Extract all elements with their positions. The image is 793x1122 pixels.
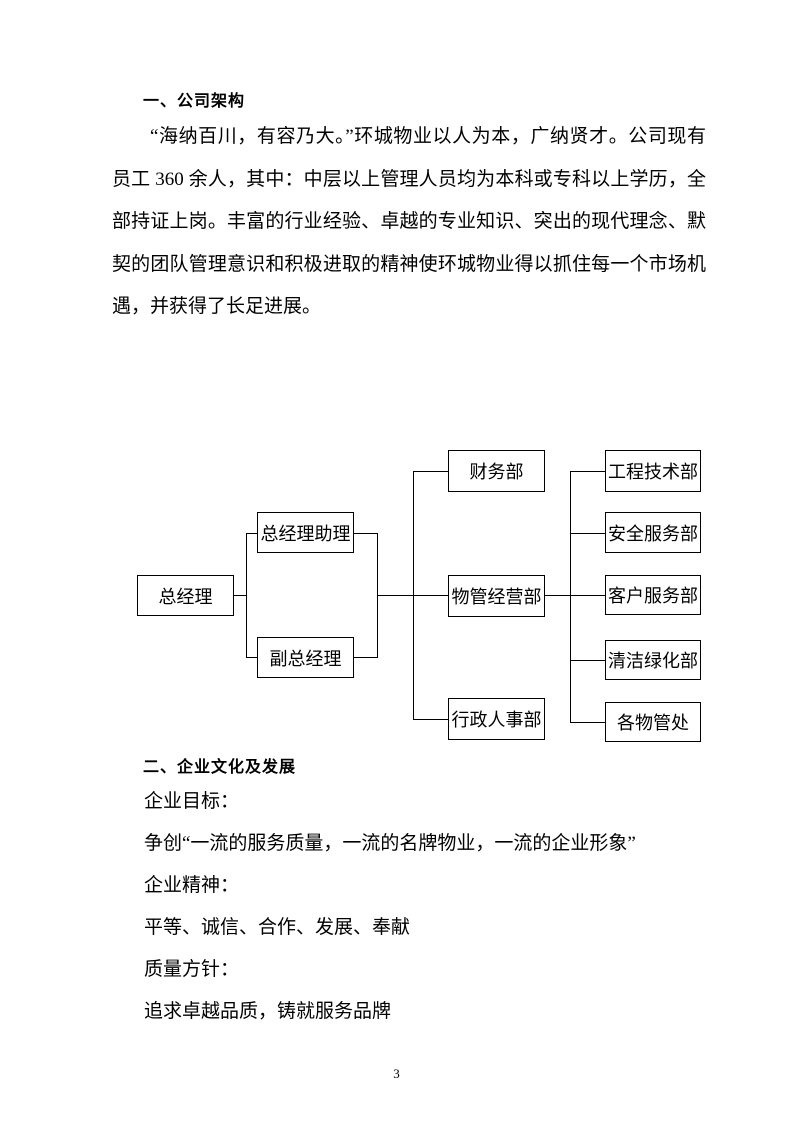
page-number: 3 — [393, 1066, 400, 1081]
culture-line-goal-text: 争创“一流的服务质量，一流的名牌物业，一流的企业形象” — [144, 833, 636, 854]
connector-line — [234, 595, 246, 596]
connector-line — [413, 471, 448, 472]
connector-line — [570, 660, 605, 661]
connector-line — [570, 533, 605, 534]
connector-line — [570, 471, 571, 723]
culture-line-spirit-label: 企业精神： — [144, 875, 240, 896]
connector-line — [246, 533, 247, 658]
culture-line-quality-text: 追求卓越品质，铸就服务品牌 — [144, 1001, 392, 1022]
connector-line — [570, 722, 605, 723]
culture-section: 企业目标： 争创“一流的服务质量，一流的名牌物业，一流的企业形象” 企业精神： … — [144, 781, 744, 1033]
org-node-customer-service: 客户服务部 — [605, 575, 701, 615]
org-node-security-dept: 安全服务部 — [605, 512, 701, 553]
culture-line-goal-label: 企业目标： — [144, 791, 240, 812]
connector-line — [413, 719, 448, 720]
connector-line — [354, 533, 377, 534]
connector-line — [354, 657, 377, 658]
connector-line — [246, 657, 257, 658]
org-node-admin-hr-dept: 行政人事部 — [448, 698, 545, 740]
section1-heading: 一、公司架构 — [143, 93, 246, 110]
org-node-deputy-gm: 副总经理 — [257, 637, 354, 678]
org-node-cleaning-greening: 清洁绿化部 — [605, 640, 701, 680]
culture-line-spirit-text: 平等、诚信、合作、发展、奉献 — [144, 917, 411, 938]
connector-line — [570, 595, 605, 596]
connector-line — [545, 595, 570, 596]
connector-line — [246, 533, 257, 534]
connector-line — [413, 471, 414, 720]
section2-heading: 二、企业文化及发展 — [143, 759, 297, 776]
org-node-property-offices: 各物管处 — [605, 702, 701, 742]
org-node-gm-assistant: 总经理助理 — [257, 512, 354, 553]
org-node-engineering-dept: 工程技术部 — [605, 450, 701, 492]
org-chart-diagram: 总经理 总经理助理 副总经理 财务部 物管经营部 行政人事部 工程技术部 安全服… — [137, 450, 703, 744]
connector-line — [377, 595, 448, 596]
section1-paragraph: “海纳百川，有容乃大。”环城物业以人为本，广纳贤才。公司现有员工 360 余人，… — [112, 126, 706, 317]
connector-line — [570, 471, 605, 472]
org-node-property-operations: 物管经营部 — [448, 575, 545, 617]
org-node-general-manager: 总经理 — [137, 575, 234, 616]
org-node-finance-dept: 财务部 — [448, 450, 545, 492]
culture-line-quality-label: 质量方针： — [144, 959, 240, 980]
